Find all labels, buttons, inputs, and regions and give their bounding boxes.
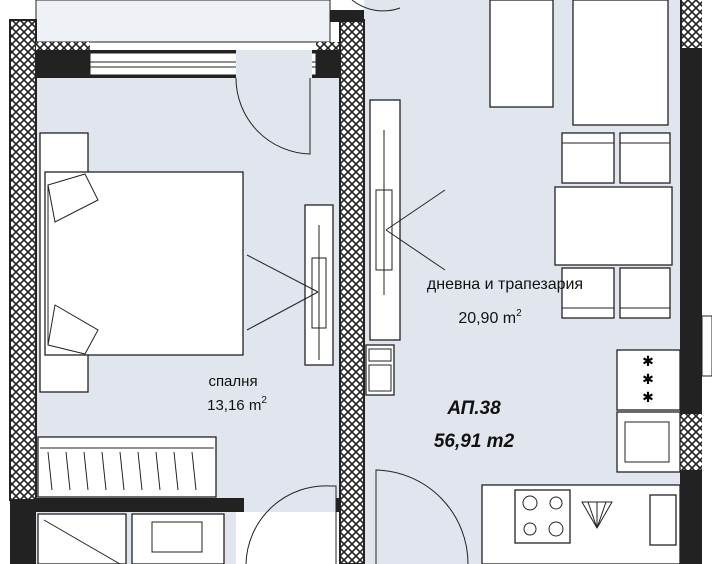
asterisk-icon: ✱ (642, 371, 654, 387)
chair (619, 132, 671, 184)
bedroom-door-gap (244, 498, 336, 512)
sofa (572, 0, 669, 126)
asterisk-icon: ✱ (642, 389, 654, 405)
center-wall (339, 19, 365, 564)
living-room-name: дневна и трапезария (427, 276, 583, 293)
fridge (616, 349, 681, 411)
right-wall (680, 0, 702, 564)
chair (619, 267, 671, 319)
chair (561, 132, 615, 184)
bedroom-door[interactable] (235, 77, 311, 155)
chair (561, 267, 615, 319)
hood-icon (581, 501, 613, 530)
apartment-label: АП.38 (446, 398, 501, 419)
hob (514, 489, 571, 544)
entrance-door[interactable] (375, 469, 469, 564)
bedroom-name: спалня (208, 373, 257, 390)
door-gap (236, 50, 312, 78)
wall-cabinet (369, 99, 401, 341)
kitchen-sink (616, 411, 681, 473)
dining-table (554, 186, 673, 266)
left-wall-lower (10, 500, 36, 564)
asterisk-icon: ✱ (642, 353, 654, 369)
balcony-area (35, 0, 331, 43)
apartment-area: 56,91 m2 (434, 431, 515, 452)
living-room-area: 20,90 m2 (458, 308, 522, 327)
shower (37, 513, 127, 564)
bedroom-area: 13,16 m2 (207, 395, 267, 414)
shelf (365, 344, 395, 396)
tv-cabinet (489, 0, 554, 108)
bedroom-lower-door[interactable] (245, 485, 337, 564)
left-wall (9, 19, 37, 501)
wardrobe (37, 436, 217, 498)
bed (44, 171, 244, 356)
